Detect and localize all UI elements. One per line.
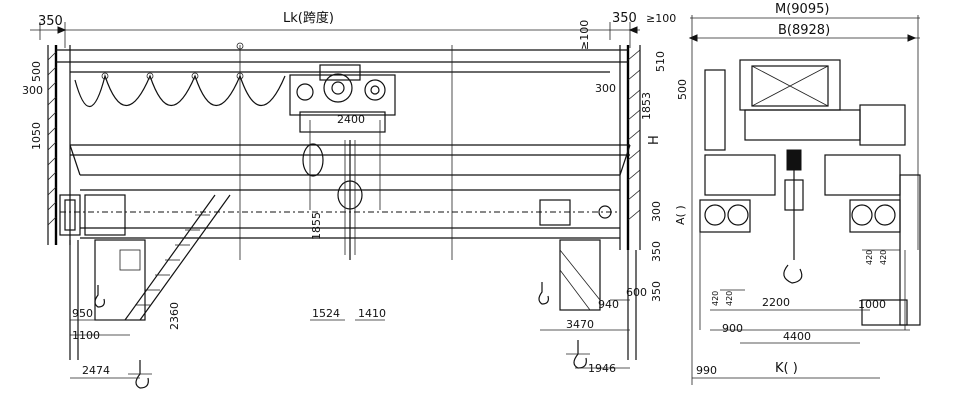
k-label: K( ) <box>775 361 798 376</box>
cab-and-stair <box>59 194 231 321</box>
m-label: M(9095) <box>775 2 829 17</box>
dim-1050: 1050 <box>30 122 43 150</box>
dim-950: 950 <box>72 307 93 320</box>
h-label: H <box>647 135 662 145</box>
dim-500-right: 500 <box>676 79 689 100</box>
dimension-labels: Lk(跨度) M(9095) B(8928) K( ) H A( ) 350 3… <box>22 2 888 377</box>
dim-420-d: 420 <box>879 250 888 265</box>
dim-350-left: 350 <box>38 14 63 29</box>
dim-1855: 1855 <box>310 212 323 240</box>
dim-420-b: 420 <box>725 291 734 306</box>
dim-1853: 1853 <box>640 92 653 120</box>
dim-420-a: 420 <box>711 291 720 306</box>
top-dimension-lines <box>30 22 640 48</box>
bottom-dimension-lines <box>70 299 630 379</box>
dim-300-lower: 300 <box>650 201 663 222</box>
roof-truss <box>56 42 628 260</box>
dim-990: 990 <box>696 364 717 377</box>
dim-4400: 4400 <box>783 330 811 343</box>
dim-350-right: 350 <box>612 11 637 26</box>
dim-3470: 3470 <box>566 318 594 331</box>
right-column <box>619 45 641 360</box>
dim-2400: 2400 <box>337 113 365 126</box>
dim-1946: 1946 <box>588 362 616 375</box>
b-label: B(8928) <box>778 23 830 38</box>
dim-1100: 1100 <box>72 329 100 342</box>
side-view <box>688 15 921 385</box>
dim-2200: 2200 <box>762 296 790 309</box>
span-label: Lk(跨度) <box>283 10 334 26</box>
dim-2474: 2474 <box>82 364 110 377</box>
dim-300-right: 300 <box>595 82 616 95</box>
dim-300-left: 300 <box>22 84 43 97</box>
festoon-cables <box>74 72 286 108</box>
dim-2360: 2360 <box>168 302 181 330</box>
a-label: A( ) <box>674 205 687 225</box>
dim-940: 940 <box>598 298 619 311</box>
dim-1524: 1524 <box>312 307 340 320</box>
dim-1000: 1000 <box>858 298 886 311</box>
dim-600: 600 <box>626 286 647 299</box>
dim-510: 510 <box>654 51 667 72</box>
dim-100-ge: ≥100 <box>646 12 676 25</box>
dim-350-bottom: 350 <box>650 281 663 302</box>
trolley <box>289 64 396 260</box>
dim-350-lower: 350 <box>650 241 663 262</box>
right-end-drive <box>539 199 612 311</box>
dim-1410: 1410 <box>358 307 386 320</box>
dim-500-left: 500 <box>30 61 43 82</box>
bottom-hooks <box>94 282 590 389</box>
dim-420-c: 420 <box>865 250 874 265</box>
dim-100-tilt: ≥100 <box>578 20 591 50</box>
dim-900: 900 <box>722 322 743 335</box>
